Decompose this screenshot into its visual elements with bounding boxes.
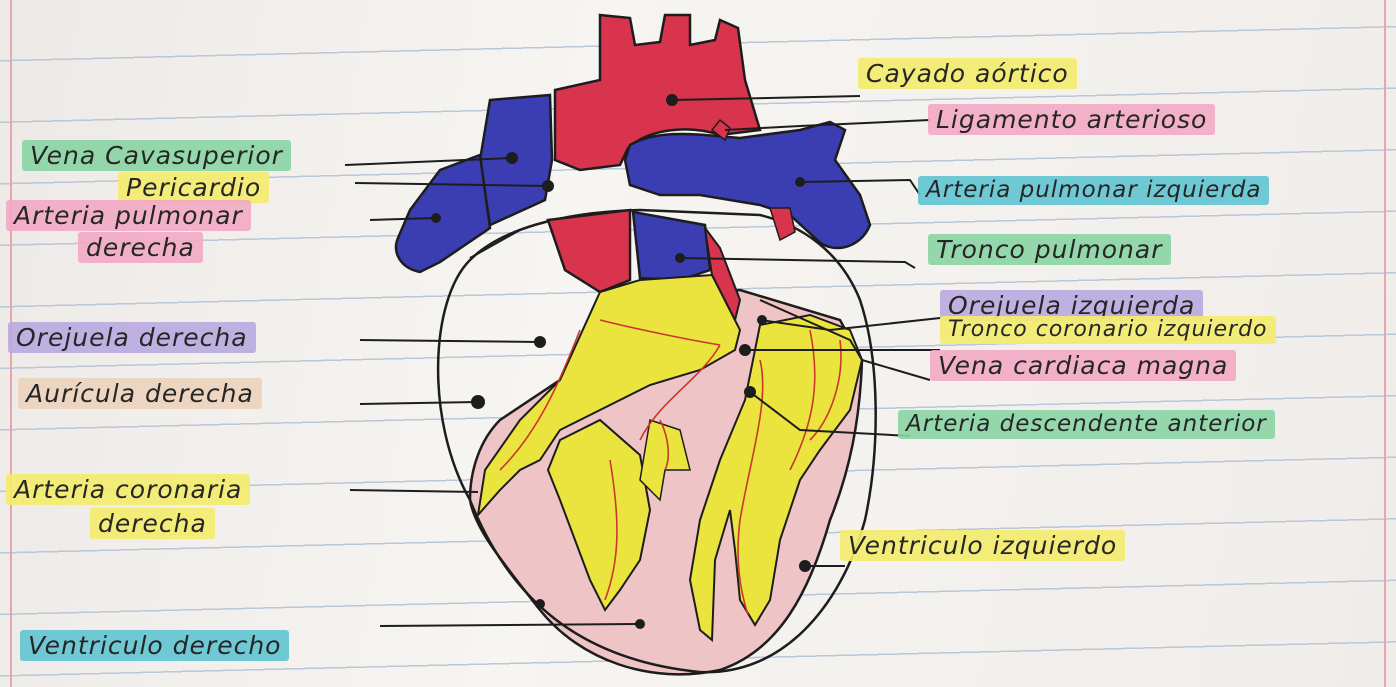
label-ligamento-arterioso: Ligamento arterioso (928, 104, 1215, 135)
label-pericardio: Pericardio (118, 172, 269, 203)
label-arteria-pulmonar-derecha-1: Arteria pulmonar (6, 200, 251, 231)
label-orejuela-derecha: Orejuela derecha (8, 322, 256, 353)
label-ventriculo-izquierdo: Ventriculo izquierdo (840, 530, 1125, 561)
label-tronco-coronario-izquierdo: Tronco coronario izquierdo (940, 316, 1276, 344)
label-arteria-pulmonar-derecha-2: derecha (78, 232, 203, 263)
right-auricle (548, 210, 630, 292)
label-arteria-pulmonar-izquierda: Arteria pulmonar izquierda (918, 176, 1269, 205)
pulmonary-trunk (633, 212, 710, 280)
label-tronco-pulmonar: Tronco pulmonar (928, 234, 1171, 265)
label-vena-cava-superior: Vena Cavasuperior (22, 140, 291, 171)
label-vena-cardiaca-magna: Vena cardiaca magna (930, 350, 1236, 381)
label-arteria-descendente-anterior: Arteria descendente anterior (898, 410, 1275, 439)
label-arteria-coronaria-derecha-2: derecha (90, 508, 215, 539)
label-auricula-derecha: Aurícula derecha (18, 378, 262, 409)
label-arteria-coronaria-derecha-1: Arteria coronaria (6, 474, 250, 505)
label-ventriculo-derecho: Ventriculo derecho (20, 630, 289, 661)
label-cayado-aortico: Cayado aórtico (858, 58, 1077, 89)
ductus-red (770, 208, 795, 240)
